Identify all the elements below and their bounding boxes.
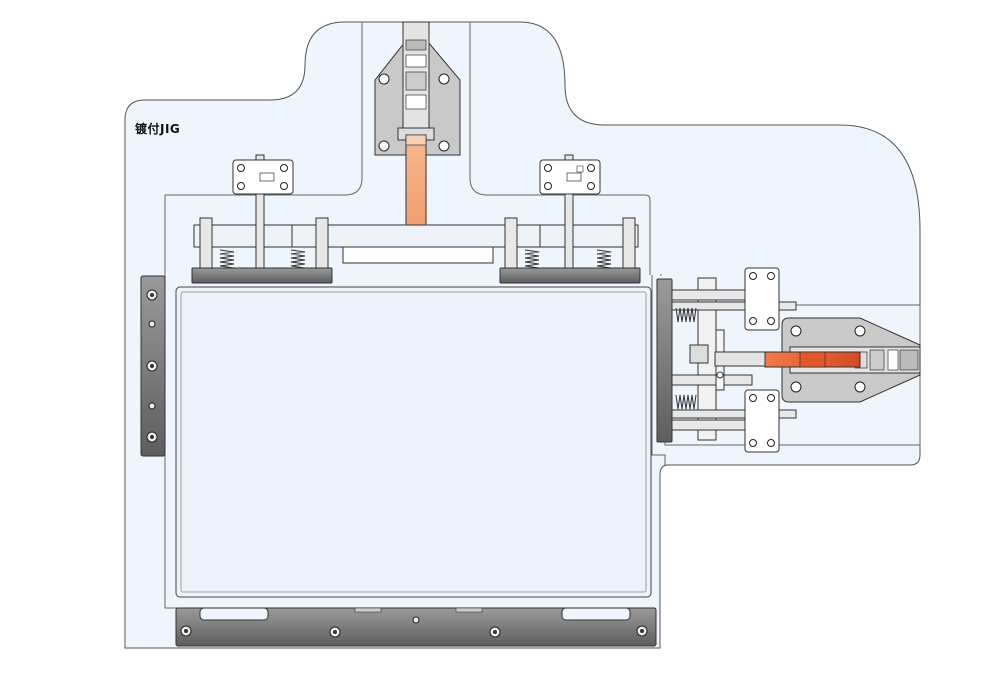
side-pressure-bar — [656, 267, 797, 453]
left-locating-bar — [140, 275, 166, 457]
workpiece-panel — [175, 286, 652, 598]
top-pressure-bar — [191, 154, 641, 284]
bottom-locating-bar — [175, 607, 657, 647]
side-toggle-clamp — [764, 317, 921, 403]
workpiece-inner-edge — [180, 291, 647, 593]
jig-title-label: 镀付JIG — [135, 122, 181, 136]
side-extension-frame — [651, 274, 666, 465]
